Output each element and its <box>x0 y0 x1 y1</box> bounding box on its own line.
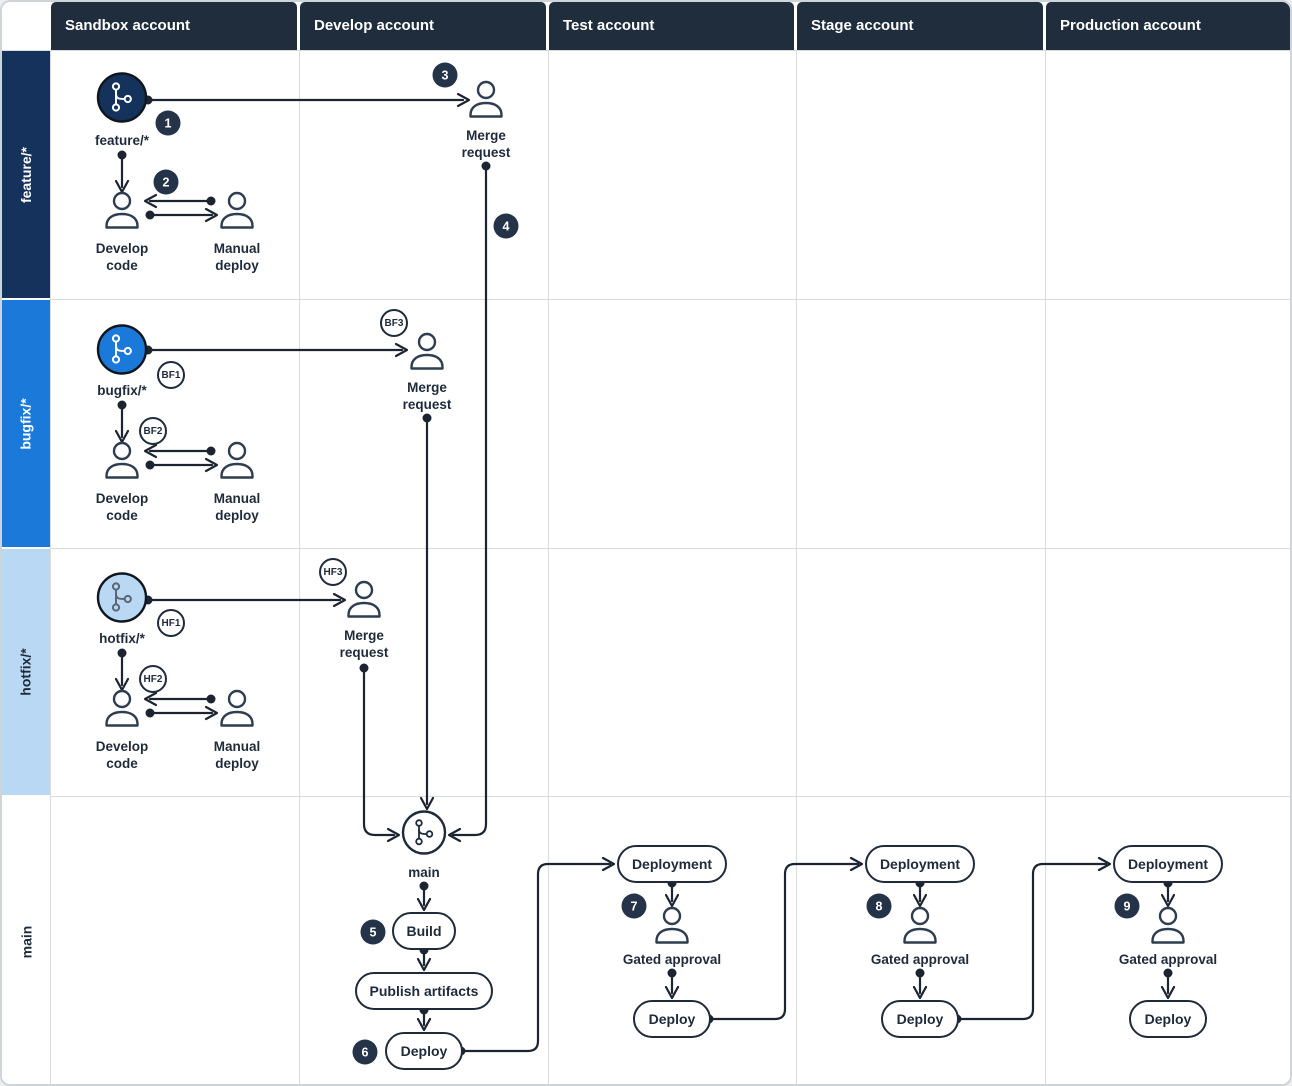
deploy-step: Deploy <box>385 1032 463 1070</box>
column-header-sandbox: Sandbox account <box>51 2 297 50</box>
branch-label: main <box>408 865 440 880</box>
grid-line <box>2 50 1290 51</box>
manual-deploy-label: Manual deploy <box>213 491 261 523</box>
step-badge-8: 8 <box>866 893 892 919</box>
step-badge-1: 1 <box>155 110 181 136</box>
step-badge-7: 7 <box>621 893 647 919</box>
person-icon <box>651 906 693 951</box>
grid-line <box>50 548 1290 549</box>
column-header-stage: Stage account <box>797 2 1043 50</box>
lane-label-text: hotfix/* <box>17 648 34 696</box>
branch-label: bugfix/* <box>97 383 147 398</box>
develop-code-label: Develop code <box>95 491 149 523</box>
grid-line <box>50 796 1290 797</box>
merge-request-label: Merge request <box>402 380 452 412</box>
person-icon <box>216 689 258 734</box>
git-branch-icon <box>96 572 148 629</box>
deployment-step: Deployment <box>617 845 727 883</box>
column-header-label: Sandbox account <box>65 17 191 34</box>
manual-deploy-label: Manual deploy <box>213 241 261 273</box>
grid-line <box>299 50 300 1084</box>
person-icon <box>406 332 448 377</box>
gated-approval-label: Gated approval <box>1118 952 1218 967</box>
step-badge-bf1: BF1 <box>157 361 185 389</box>
step-badge-2: 2 <box>153 169 179 195</box>
step-badge-5: 5 <box>360 919 386 945</box>
person-icon <box>465 80 507 125</box>
lane-label-main: main <box>2 797 50 1084</box>
grid-line <box>796 50 797 1084</box>
lane-label-text: feature/* <box>18 146 34 203</box>
lane-label-hotfix: hotfix/* <box>2 549 50 795</box>
deploy-step: Deploy <box>1129 1000 1207 1038</box>
branch-label: hotfix/* <box>99 631 145 646</box>
step-badge-bf2: BF2 <box>139 417 167 445</box>
column-header-label: Test account <box>563 17 655 34</box>
branch-label: feature/* <box>94 133 150 148</box>
merge-request-label: Merge request <box>339 628 389 660</box>
column-header-label: Production account <box>1060 17 1201 34</box>
person-icon <box>1147 906 1189 951</box>
step-badge-hf1: HF1 <box>157 609 185 637</box>
publish-artifacts-step: Publish artifacts <box>355 972 493 1010</box>
step-badge-4: 4 <box>493 213 519 239</box>
column-header-label: Stage account <box>811 17 914 34</box>
develop-code-label: Develop code <box>95 241 149 273</box>
lane-label-feature: feature/* <box>2 51 50 298</box>
step-badge-hf2: HF2 <box>139 665 167 693</box>
person-icon <box>101 689 143 734</box>
lane-label-text: main <box>18 925 34 958</box>
grid-line <box>50 50 51 1084</box>
step-badge-9: 9 <box>1114 893 1140 919</box>
column-header-develop: Develop account <box>300 2 546 50</box>
column-header-production: Production account <box>1046 2 1290 50</box>
person-icon <box>343 580 385 625</box>
gated-approval-label: Gated approval <box>870 952 970 967</box>
grid-line <box>50 299 1290 300</box>
step-badge-hf3: HF3 <box>319 558 347 586</box>
merge-request-label: Merge request <box>461 128 511 160</box>
git-branch-icon <box>96 72 148 129</box>
git-main-branch-icon <box>401 810 447 861</box>
deployment-step: Deployment <box>1113 845 1223 883</box>
column-header-label: Develop account <box>314 17 435 34</box>
grid-line <box>1045 50 1046 1084</box>
step-badge-6: 6 <box>352 1039 378 1065</box>
person-icon <box>101 191 143 236</box>
person-icon <box>899 906 941 951</box>
grid-line <box>548 50 549 1084</box>
develop-code-label: Develop code <box>95 739 149 771</box>
deploy-step: Deploy <box>881 1000 959 1038</box>
column-header-test: Test account <box>549 2 794 50</box>
build-step: Build <box>392 912 456 950</box>
step-badge-3: 3 <box>432 62 458 88</box>
deploy-step: Deploy <box>633 1000 711 1038</box>
deployment-step: Deployment <box>865 845 975 883</box>
lane-label-bugfix: bugfix/* <box>2 300 50 547</box>
person-icon <box>216 191 258 236</box>
manual-deploy-label: Manual deploy <box>213 739 261 771</box>
git-branch-icon <box>96 324 148 381</box>
person-icon <box>216 441 258 486</box>
gated-approval-label: Gated approval <box>622 952 722 967</box>
person-icon <box>101 441 143 486</box>
lane-label-text: bugfix/* <box>18 397 34 450</box>
step-badge-bf3: BF3 <box>380 309 408 337</box>
